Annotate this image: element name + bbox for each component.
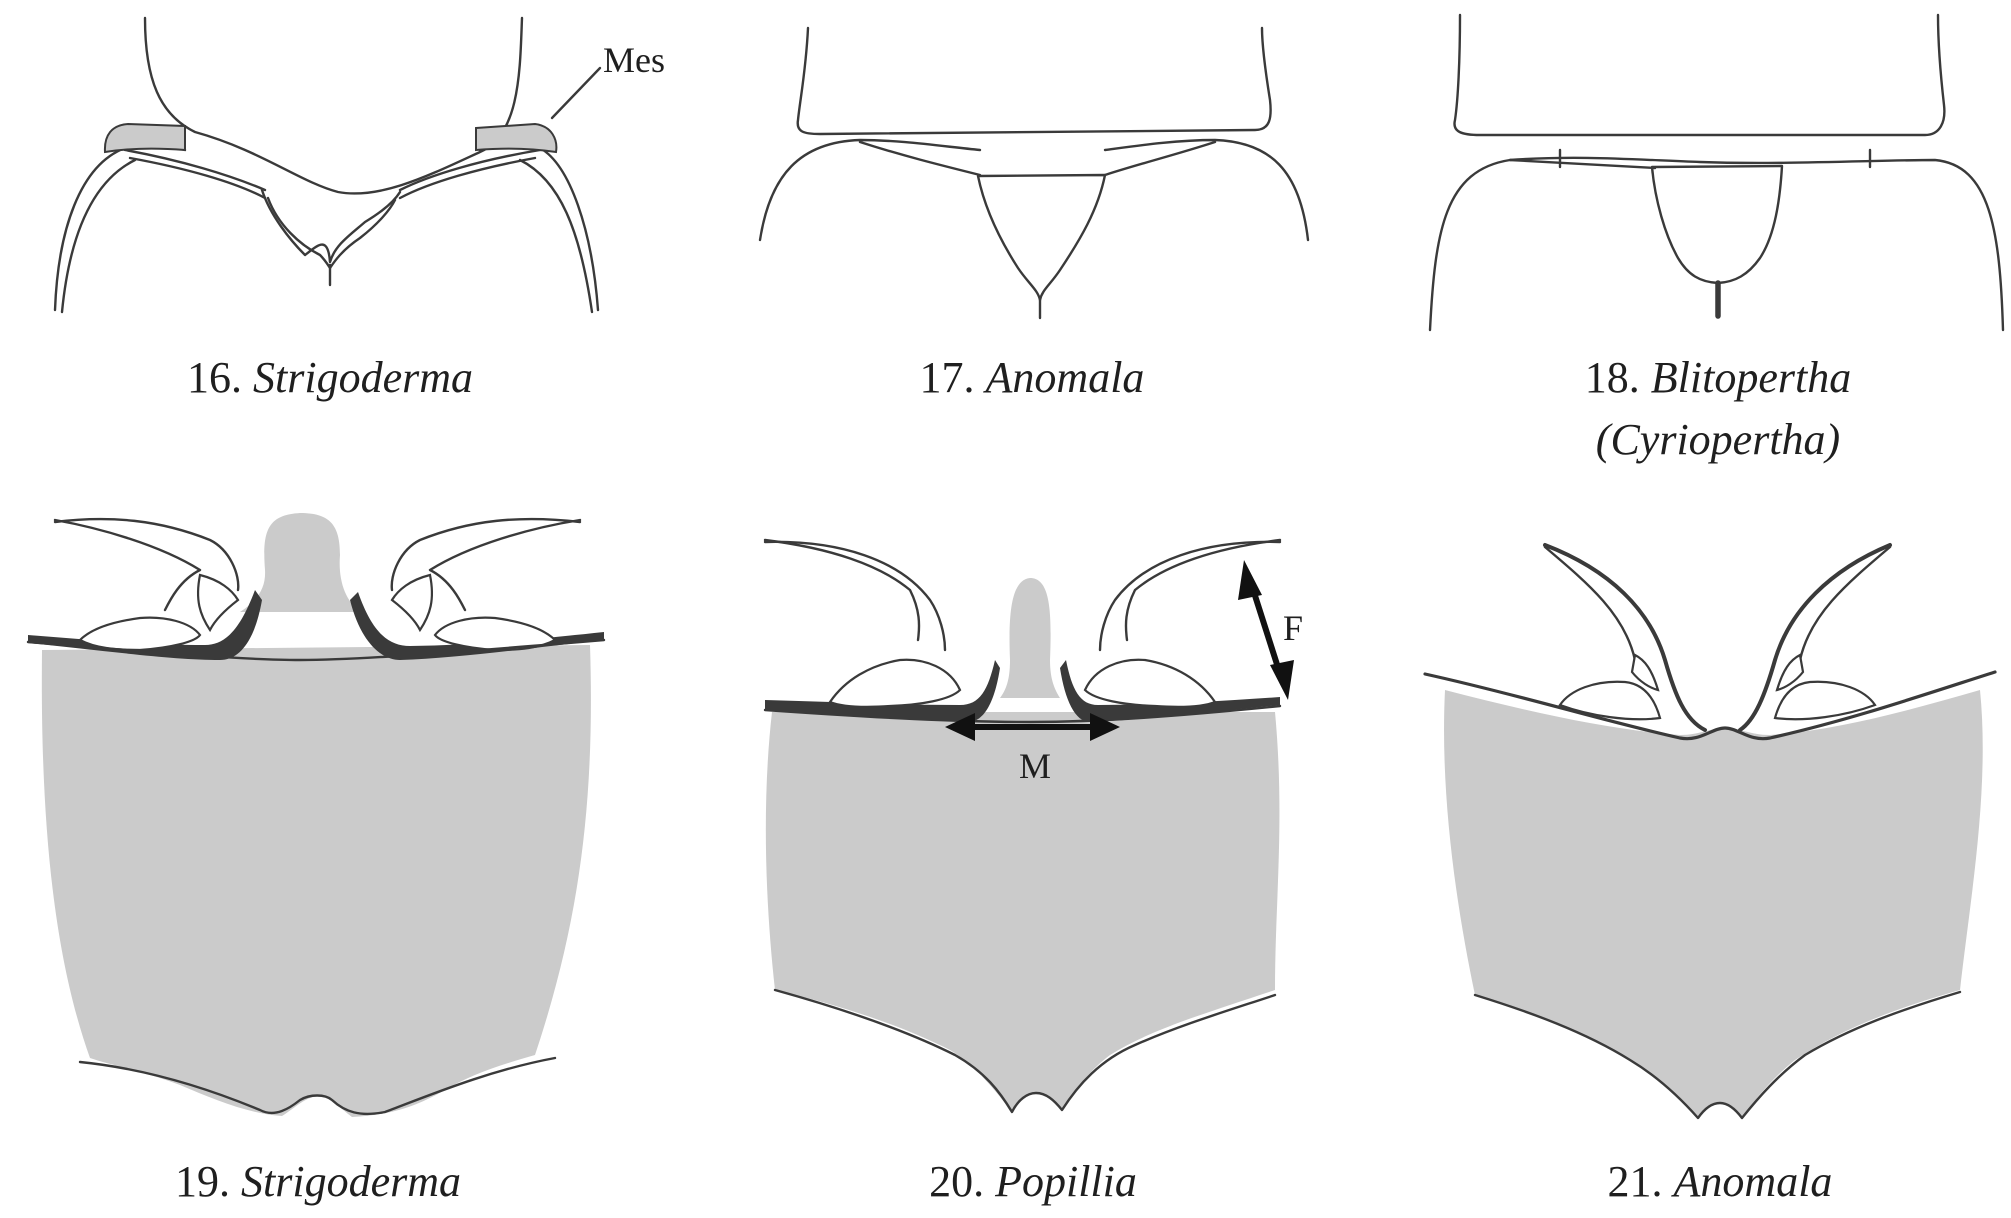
m-measure-arrow: [945, 713, 1120, 741]
f-measure-arrow: [1238, 560, 1294, 700]
fig21-drawing: [1423, 543, 1997, 1120]
caption-fig21-number: 21.: [1608, 1157, 1663, 1206]
caption-fig20-number: 20.: [929, 1157, 984, 1206]
caption-fig16: 16. Strigoderma: [187, 353, 473, 402]
caption-fig19-number: 19.: [175, 1157, 230, 1206]
caption-fig18-subgenus: (Cyriopertha): [1596, 415, 1840, 464]
fig20-drawing: [763, 538, 1282, 1114]
caption-fig18: 18. Blitopertha: [1585, 353, 1851, 402]
caption-fig17: 17. Anomala: [920, 353, 1145, 402]
mes-label: Mes: [603, 40, 665, 80]
fig18-drawing: [1428, 13, 2005, 332]
caption-fig21: 21. Anomala: [1608, 1157, 1833, 1206]
caption-fig21-genus: Anomala: [1671, 1157, 1833, 1206]
m-label: M: [1019, 746, 1051, 786]
caption-fig20: 20. Popillia: [929, 1157, 1137, 1206]
fig17-drawing: [758, 26, 1310, 320]
caption-fig20-genus: Popillia: [994, 1157, 1137, 1206]
caption-fig17-number: 17.: [920, 353, 975, 402]
caption-fig19: 19. Strigoderma: [175, 1157, 461, 1206]
caption-fig17-genus: Anomala: [983, 353, 1145, 402]
fig16-drawing: [53, 16, 602, 314]
f-label: F: [1283, 608, 1303, 648]
fig19-drawing: [26, 513, 606, 1117]
caption-fig16-genus: Strigoderma: [253, 353, 473, 402]
caption-fig16-number: 16.: [187, 353, 242, 402]
caption-fig18-number: 18.: [1585, 353, 1640, 402]
caption-fig19-genus: Strigoderma: [241, 1157, 461, 1206]
caption-fig18-genus: Blitopertha: [1651, 353, 1851, 402]
